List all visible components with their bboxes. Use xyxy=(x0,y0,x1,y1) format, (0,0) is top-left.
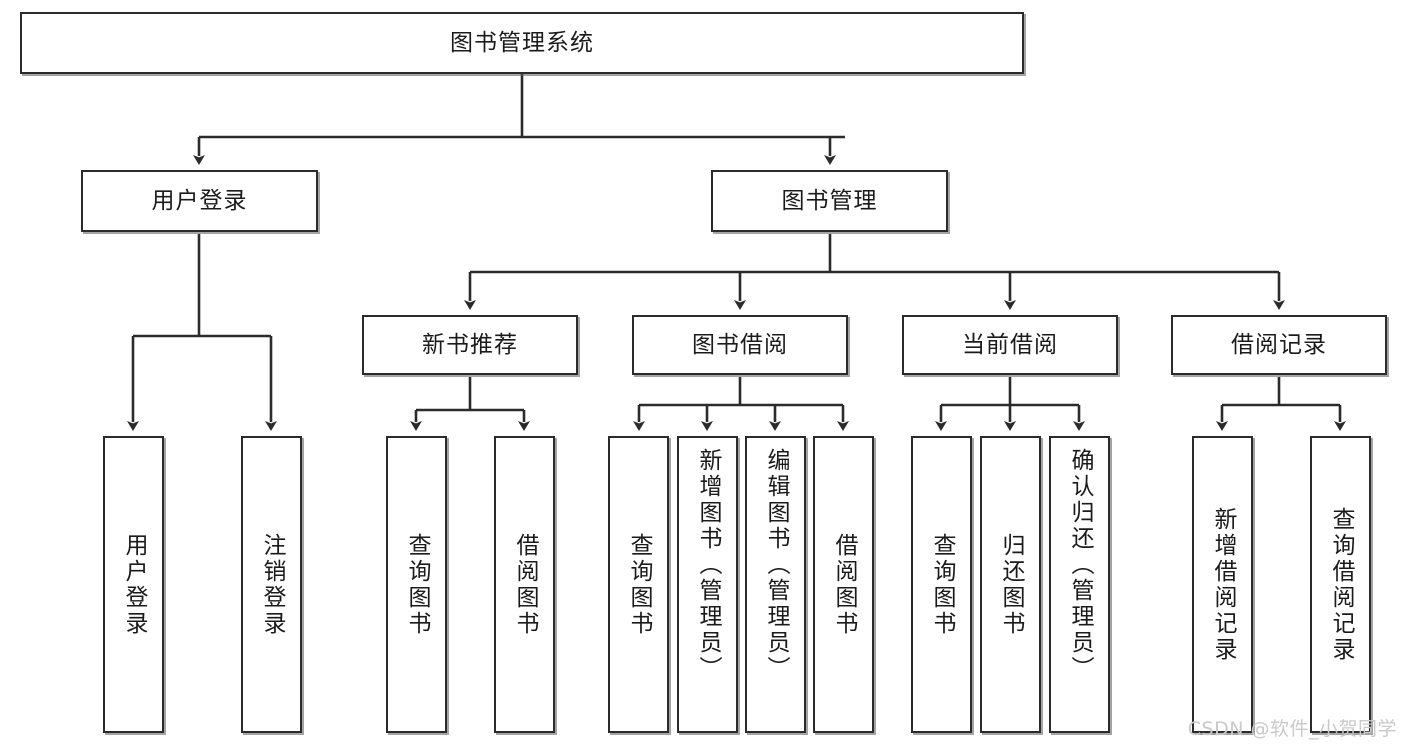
node-user-login-label: 用户登录 xyxy=(151,187,248,214)
leaf-borrow-book-recommend[interactable]: 借阅图书 xyxy=(494,436,555,733)
leaf-query-book-current-label: 查询图书 xyxy=(929,532,955,637)
node-borrow-record[interactable]: 借阅记录 xyxy=(1171,315,1387,375)
leaf-user-login[interactable]: 用户登录 xyxy=(103,436,164,733)
leaf-user-login-label: 用户登录 xyxy=(121,532,147,637)
leaf-query-borrow-record[interactable]: 查询借阅记录 xyxy=(1310,436,1371,733)
node-user-login[interactable]: 用户登录 xyxy=(81,170,318,232)
csdn-watermark: CSDN @软件_小贺同学 xyxy=(1187,718,1397,740)
leaf-add-book-admin-label: 新增图书（管理员） xyxy=(695,448,721,682)
leaf-logout[interactable]: 注销登录 xyxy=(241,436,302,733)
leaf-borrow-book-label: 借阅图书 xyxy=(831,532,857,637)
leaf-return-book-label: 归还图书 xyxy=(998,532,1024,637)
node-root-label: 图书管理系统 xyxy=(450,29,594,56)
leaf-logout-label: 注销登录 xyxy=(259,532,285,637)
node-new-book-recommend-label: 新书推荐 xyxy=(422,331,518,358)
node-current-borrow[interactable]: 当前借阅 xyxy=(902,315,1118,375)
leaf-confirm-return-admin-label: 确认归还（管理员） xyxy=(1067,448,1093,682)
leaf-query-book-recommend-label: 查询图书 xyxy=(404,532,430,637)
node-book-management[interactable]: 图书管理 xyxy=(711,170,948,232)
leaf-add-book-admin[interactable]: 新增图书（管理员） xyxy=(677,436,738,733)
leaf-query-book-current[interactable]: 查询图书 xyxy=(911,436,972,733)
leaf-borrow-book[interactable]: 借阅图书 xyxy=(813,436,874,733)
leaf-query-borrow-record-label: 查询借阅记录 xyxy=(1328,506,1354,663)
leaf-return-book[interactable]: 归还图书 xyxy=(980,436,1041,733)
leaf-edit-book-admin-label: 编辑图书（管理员） xyxy=(763,448,789,682)
node-book-borrow-label: 图书借阅 xyxy=(692,331,788,358)
leaf-add-borrow-record-label: 新增借阅记录 xyxy=(1210,506,1236,663)
leaf-query-book-borrow-label: 查询图书 xyxy=(626,532,652,637)
leaf-confirm-return-admin[interactable]: 确认归还（管理员） xyxy=(1049,436,1110,733)
leaf-edit-book-admin[interactable]: 编辑图书（管理员） xyxy=(745,436,806,733)
node-root[interactable]: 图书管理系统 xyxy=(20,12,1024,74)
node-book-borrow[interactable]: 图书借阅 xyxy=(632,315,848,375)
node-new-book-recommend[interactable]: 新书推荐 xyxy=(362,315,578,375)
node-current-borrow-label: 当前借阅 xyxy=(962,331,1058,358)
leaf-borrow-book-recommend-label: 借阅图书 xyxy=(512,532,538,637)
leaf-query-book-borrow[interactable]: 查询图书 xyxy=(608,436,669,733)
leaf-query-book-recommend[interactable]: 查询图书 xyxy=(386,436,447,733)
node-book-management-label: 图书管理 xyxy=(781,187,878,214)
node-borrow-record-label: 借阅记录 xyxy=(1231,331,1327,358)
leaf-add-borrow-record[interactable]: 新增借阅记录 xyxy=(1192,436,1253,733)
